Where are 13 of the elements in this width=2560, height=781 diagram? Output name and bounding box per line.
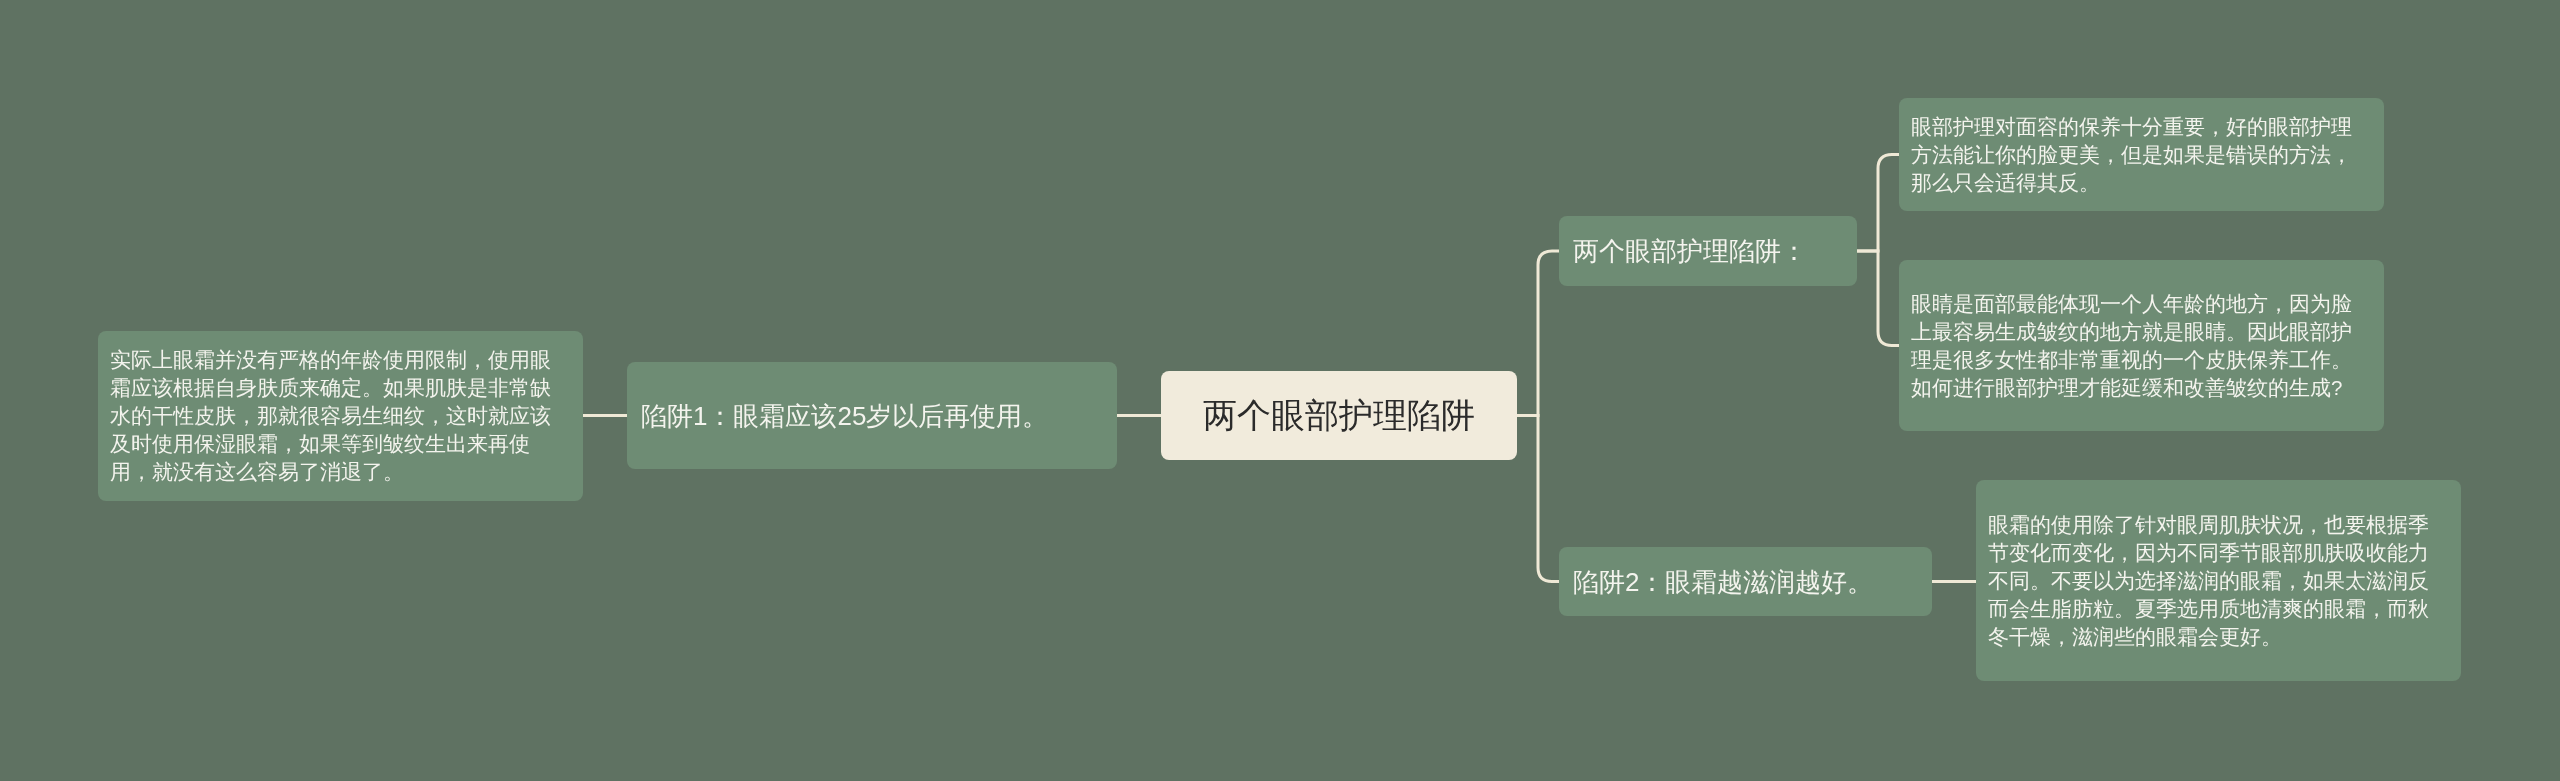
connector-line — [1117, 414, 1161, 417]
text-card: 眼睛是面部最能体现一个人年龄的地方，因为脸上最容易生成皱纹的地方就是眼睛。因此眼部护理是很多女性都非常重视的一个皮肤保养工作。如何进行眼部护理才能延缓和改善皱纹的生成? — [1899, 260, 2384, 431]
connector-line — [1932, 580, 1976, 583]
text-card: 眼部护理对面容的保养十分重要，好的眼部护理方法能让你的脸更美，但是如果是错误的方法，那么只会适得其反。 — [1899, 98, 2384, 211]
text-card: 眼霜的使用除了针对眼周肌肤状况，也要根据季节变化而变化，因为不同季节眼部肌肤吸收能力不同。不要以为选择滋润的眼霜，如果太滋润反而会生脂肪粒。夏季选用质地清爽的眼霜，而秋冬干燥，滋润些的眼霜会更好。 — [1976, 480, 2461, 681]
connector-line — [1857, 249, 1899, 347]
connector-line — [583, 414, 627, 417]
topic-box: 陷阱2：眼霜越滋润越好。 — [1559, 547, 1932, 616]
topic-box: 陷阱1：眼霜应该25岁以后再使用。 — [627, 362, 1117, 469]
text-card: 实际上眼霜并没有严格的年龄使用限制，使用眼霜应该根据自身肤质来确定。如果肌肤是非常缺水的干性皮肤，那就很容易生细纹，这时就应该及时使用保湿眼霜，如果等到皱纹生出来再使用，就没有这么容易了消退了。 — [98, 331, 583, 501]
connector-line — [1517, 414, 1559, 583]
central-topic-box: 两个眼部护理陷阱 — [1161, 371, 1517, 460]
topic-box: 两个眼部护理陷阱： — [1559, 216, 1857, 286]
